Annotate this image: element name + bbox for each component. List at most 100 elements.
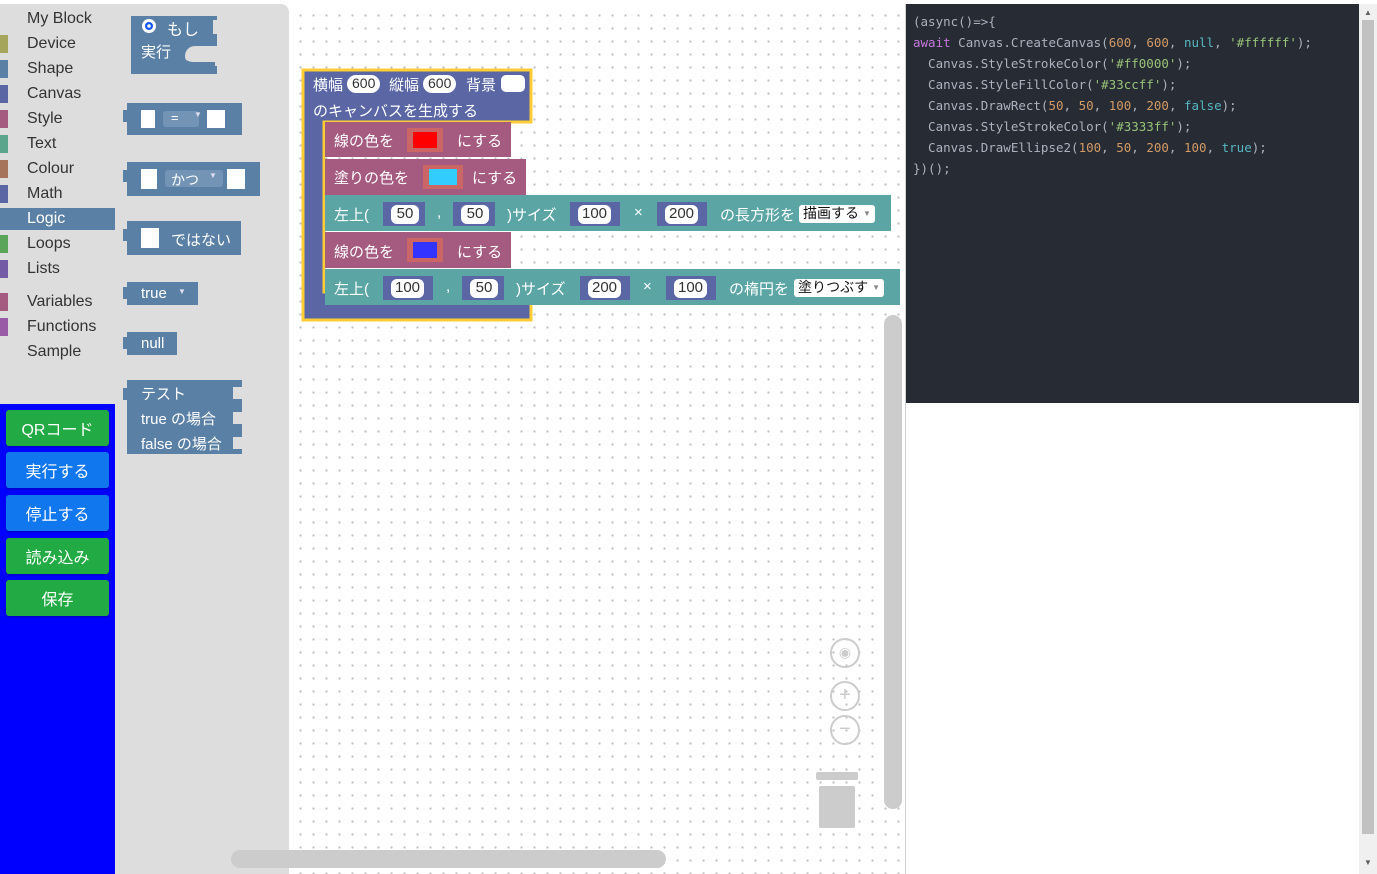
category-toolbox: My Block Device Shape Canvas Style Text … — [0, 4, 115, 404]
code-text: , — [1101, 140, 1117, 155]
category-my-block[interactable]: My Block — [0, 8, 115, 30]
code-number: 50 — [1048, 98, 1064, 113]
category-logic[interactable]: Logic — [0, 208, 115, 230]
ellipse-w-value[interactable]: 200 — [588, 279, 622, 298]
category-swatch — [0, 160, 8, 178]
category-loops[interactable]: Loops — [0, 233, 115, 255]
code-text: ); — [1176, 56, 1192, 71]
rect-y-value[interactable]: 50 — [461, 205, 489, 224]
rect-prefix: 左上( — [334, 207, 369, 224]
ellipse-suffix: の楕円を — [729, 281, 790, 298]
code-number: 50 — [1078, 98, 1094, 113]
workspace-vertical-scrollbar[interactable] — [884, 315, 902, 809]
fill-color-swatch[interactable] — [429, 169, 457, 185]
category-variables[interactable]: Variables — [0, 291, 115, 313]
rect-times: × — [634, 204, 643, 221]
ternary-false-label: false の場合 — [141, 436, 222, 453]
true-block[interactable] — [123, 282, 198, 305]
category-label: Logic — [27, 210, 66, 227]
crosshair-icon[interactable]: ◉ — [830, 638, 860, 668]
trash-icon[interactable] — [819, 786, 855, 828]
qr-code-button[interactable]: QRコード — [6, 410, 109, 446]
category-lists[interactable]: Lists — [0, 258, 115, 280]
rect-w-value[interactable]: 100 — [578, 205, 612, 224]
generated-code-panel: (async()=>{ await Canvas.CreateCanvas(60… — [906, 4, 1359, 403]
code-number: 600 — [1108, 35, 1132, 50]
category-swatch — [0, 260, 8, 278]
category-device[interactable]: Device — [0, 33, 115, 55]
ellipse-mode-value: 塗りつぶす — [798, 279, 869, 295]
category-shape[interactable]: Shape — [0, 58, 115, 80]
plus-icon[interactable]: + — [830, 681, 860, 711]
code-number: 100 — [1108, 98, 1132, 113]
bool-value[interactable]: true — [141, 285, 167, 302]
code-string: '#ffffff' — [1229, 35, 1297, 50]
stroke-color-swatch-2[interactable] — [413, 242, 437, 258]
category-canvas[interactable]: Canvas — [0, 83, 115, 105]
category-sample[interactable]: Sample — [0, 341, 115, 363]
category-text[interactable]: Text — [0, 133, 115, 155]
and-operator[interactable]: かつ — [171, 172, 199, 188]
ellipse-x-value[interactable]: 100 — [391, 279, 425, 298]
stroke-color-swatch[interactable] — [413, 132, 437, 148]
category-swatch — [0, 185, 8, 203]
code-number: 100 — [1078, 140, 1102, 155]
code-text: (async()=>{ — [913, 14, 996, 29]
code-text: Canvas.CreateCanvas( — [950, 35, 1109, 50]
null-block[interactable] — [123, 332, 177, 355]
if-label: もし — [167, 22, 200, 39]
category-colour[interactable]: Colour — [0, 158, 115, 180]
code-keyword: await — [913, 35, 951, 50]
if-block[interactable] — [131, 16, 219, 74]
category-label: Variables — [27, 293, 93, 310]
run-button[interactable]: 実行する — [6, 452, 109, 488]
stroke-suffix-2: にする — [457, 244, 503, 261]
ternary-block[interactable] — [123, 380, 242, 454]
rect-mode-dropdown[interactable]: 描画する▼ — [799, 205, 875, 223]
page-scrollbar-thumb[interactable] — [1362, 20, 1374, 834]
height-label: 縦幅 — [389, 77, 420, 94]
category-label: Text — [27, 135, 57, 152]
and-block[interactable] — [123, 162, 260, 196]
chevron-down-icon: ▼ — [872, 283, 881, 292]
category-math[interactable]: Math — [0, 183, 115, 205]
minus-icon[interactable]: − — [830, 715, 860, 745]
stroke-label: 線の色を — [334, 133, 395, 150]
scroll-down-icon[interactable]: ▼ — [1364, 858, 1372, 867]
code-number: 200 — [1146, 98, 1169, 113]
ellipse-mode-dropdown[interactable]: 塗りつぶす▼ — [794, 279, 885, 297]
height-value[interactable]: 600 — [423, 75, 457, 93]
background-color-swatch[interactable] — [501, 75, 525, 92]
category-swatch — [0, 318, 8, 336]
ellipse-y-value[interactable]: 50 — [470, 279, 498, 298]
not-block[interactable] — [123, 221, 241, 255]
create-canvas-label: のキャンバスを生成する — [313, 103, 479, 120]
category-label: My Block — [27, 10, 92, 27]
rect-h-value[interactable]: 200 — [665, 205, 699, 224]
category-style[interactable]: Style — [0, 108, 115, 130]
load-button[interactable]: 読み込み — [6, 538, 109, 574]
category-swatch — [0, 110, 8, 128]
code-number: 100 — [1183, 140, 1207, 155]
stop-button[interactable]: 停止する — [6, 495, 109, 531]
category-label: Shape — [27, 60, 74, 77]
code-line: })(); — [913, 158, 1352, 179]
code-keyword: false — [1184, 98, 1222, 113]
ellipse-h-value[interactable]: 100 — [674, 279, 708, 298]
category-swatch — [0, 35, 8, 53]
code-line: Canvas.StyleStrokeColor('#3333ff'); — [913, 116, 1352, 137]
compare-block[interactable] — [123, 103, 242, 135]
workspace-horizontal-scrollbar[interactable] — [231, 850, 666, 868]
scroll-up-icon[interactable]: ▲ — [1364, 8, 1372, 17]
width-value[interactable]: 600 — [347, 75, 381, 93]
category-functions[interactable]: Functions — [0, 316, 115, 338]
compare-operator[interactable]: = — [171, 110, 179, 125]
ellipse-prefix: 左上( — [334, 281, 369, 298]
rect-x-value[interactable]: 50 — [391, 205, 419, 224]
ellipse-times: × — [643, 278, 652, 295]
save-button[interactable]: 保存 — [6, 580, 109, 616]
block-workspace[interactable]: 横幅 600 縦幅 600 背景 のキャンバスを生成する 線の色を にする 塗り… — [231, 4, 905, 874]
ternary-test-label: テスト — [141, 386, 187, 403]
code-line: Canvas.StyleStrokeColor('#ff0000'); — [913, 53, 1352, 74]
